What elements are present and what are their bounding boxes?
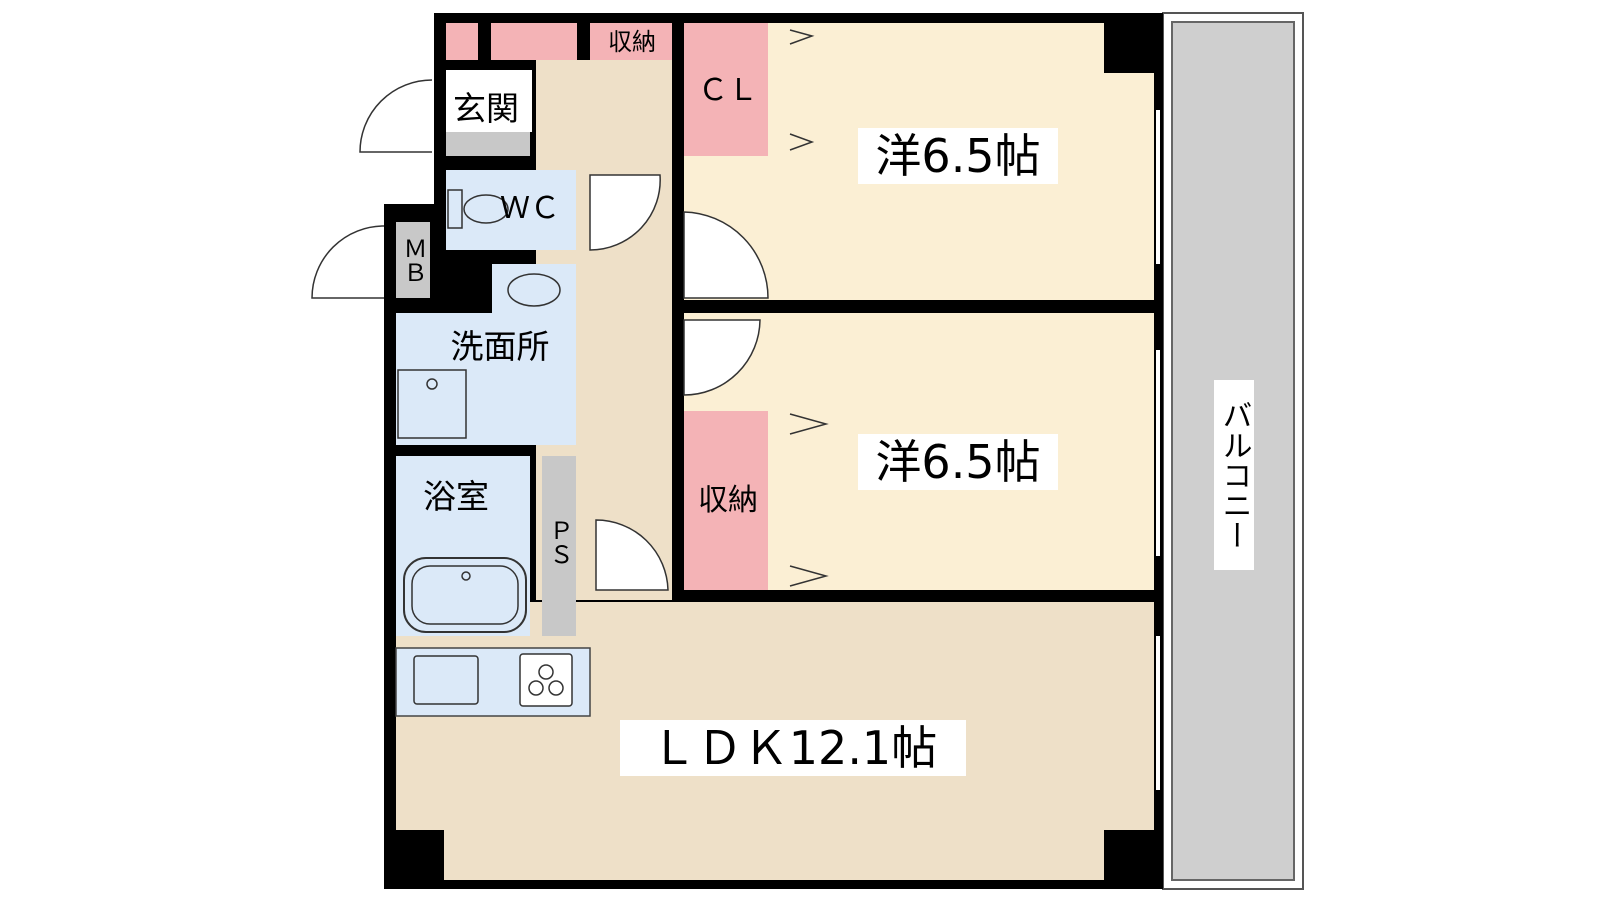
ldk-column-left: [396, 830, 444, 880]
western-room-2-label: 洋6.5帖: [875, 435, 1040, 489]
top-storage-c: [590, 23, 672, 60]
burner-icon: [528, 680, 544, 696]
western-room-1-label: 洋6.5帖: [875, 129, 1040, 183]
washer-pan: [397, 369, 467, 439]
room1-door-swing: [683, 211, 769, 299]
washroom-label: 洗面所: [451, 327, 550, 366]
closet-cl: [684, 23, 768, 156]
drain-icon: [461, 571, 471, 581]
label-bg-room1: [858, 128, 1058, 184]
wall-room2-ldk: [672, 590, 1154, 602]
top-storage-b: [491, 23, 577, 60]
closet-door-mark: [789, 133, 815, 151]
washroom-floor: [396, 313, 576, 445]
bathroom-label: 浴室: [423, 477, 489, 516]
entrance-label: 玄関: [453, 89, 519, 128]
storage-room2: [684, 411, 768, 590]
storage-door-mark: [789, 565, 829, 587]
label-bg-room2: [858, 434, 1058, 490]
kitchen-sink: [413, 655, 479, 705]
bathtub-inner: [411, 565, 519, 625]
closet-label: ＣＬ: [698, 73, 758, 108]
room1-column: [1104, 23, 1154, 73]
ps-label: ＰＳ: [545, 518, 573, 566]
washbasin: [507, 273, 561, 307]
mb-door-swing: [311, 225, 385, 299]
toilet-bowl: [463, 194, 509, 224]
storage-door-mark: [789, 413, 829, 435]
mb-box: [396, 222, 430, 298]
closet-door-mark: [789, 29, 815, 45]
stove: [519, 653, 573, 707]
ldk-column-right: [1104, 830, 1154, 880]
bath-door-swing: [595, 519, 669, 591]
label-bg-balcony: [1214, 380, 1254, 570]
entrance-upper: [446, 70, 532, 132]
storage-room2-label: 収納: [698, 483, 758, 518]
ldk-label: ＬＤＫ12.1帖: [651, 721, 937, 775]
toilet-tank: [447, 189, 463, 229]
storage-top-label: 収納: [608, 28, 656, 56]
wall-room1-room2: [672, 300, 1154, 313]
room2-door-swing: [683, 319, 761, 396]
top-storage-a: [446, 23, 478, 60]
entrance-door-swing: [359, 79, 433, 153]
burner-icon: [538, 664, 554, 680]
wc-label: ＷＣ: [500, 191, 560, 226]
burner-icon: [548, 680, 564, 696]
mb-label: ＭＢ: [399, 236, 427, 284]
bathtub: [403, 557, 527, 633]
washer-drain-icon: [426, 378, 438, 390]
ps-box: [542, 456, 576, 636]
wc-door-swing: [589, 174, 661, 251]
balcony-label: バルコニー: [1217, 400, 1252, 550]
label-bg-ldk: [620, 720, 966, 776]
